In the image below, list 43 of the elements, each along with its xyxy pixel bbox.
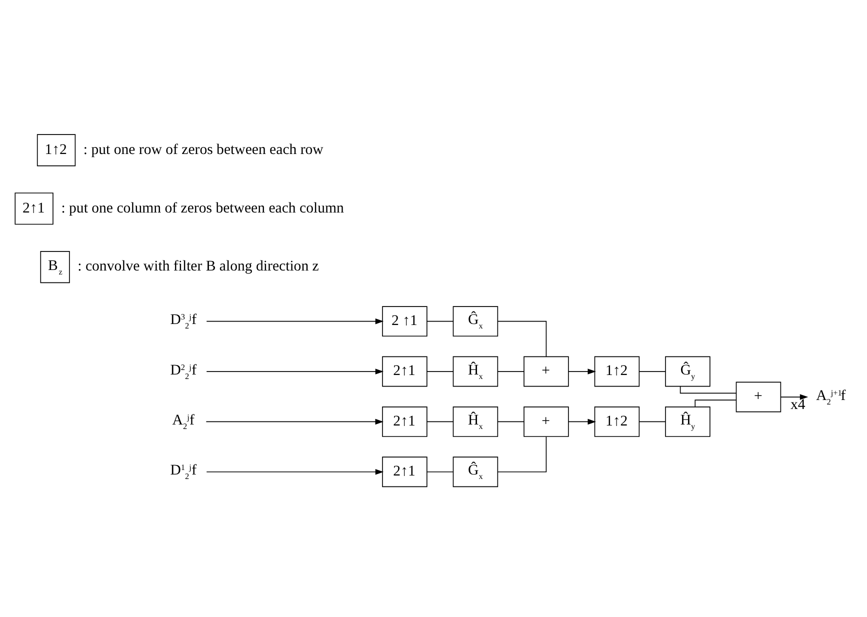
node-box: Ĝ$_{x}$ [452, 456, 498, 487]
connector [426, 370, 454, 372]
node-box: 1↑2 [594, 356, 640, 386]
node-box: + [524, 356, 569, 386]
arrow [780, 394, 808, 400]
node-box: Ĝ$_{x}$ [452, 306, 498, 336]
arrow [206, 368, 384, 374]
node-text: A$_{2}$$^{j}$f [172, 412, 194, 431]
connector [638, 370, 666, 372]
arrow [206, 418, 384, 424]
node-box: 2↑1 [14, 192, 54, 224]
connector [426, 470, 454, 472]
connector [497, 370, 524, 372]
edge-label: x4 [790, 396, 806, 412]
node-box: + [524, 406, 569, 436]
node-box: B$_{z}$ [40, 250, 70, 283]
node-box: 2↑1 [382, 406, 428, 436]
connector [426, 420, 454, 422]
node-box: + [736, 381, 782, 412]
node-label: : put one column of zeros between each column [61, 200, 344, 216]
node-label: : convolve with filter B along direction z [78, 258, 319, 274]
node-box: Ĝ$_{y}$ [665, 356, 710, 386]
connector [497, 320, 547, 356]
node-box: 2 ↑1 [382, 306, 428, 336]
arrow [568, 368, 596, 374]
connector [497, 420, 524, 422]
node-box: Ĥ$_{y}$ [665, 406, 710, 436]
node-text: A$_{2}$$^{j+1}$f [816, 387, 846, 406]
node-box: 1↑2 [594, 406, 640, 436]
node-box: 2↑1 [382, 456, 428, 487]
connector [426, 320, 454, 322]
connector [694, 399, 736, 407]
connector [638, 420, 666, 422]
node-box: 1↑2 [36, 134, 76, 166]
arrow [568, 418, 596, 424]
node-box: Ĥ$_{x}$ [452, 356, 498, 386]
node-box: Ĥ$_{x}$ [452, 406, 498, 436]
node-label: : put one row of zeros between each row [83, 141, 324, 158]
arrow [206, 468, 384, 474]
connector [680, 385, 736, 394]
connector [497, 436, 547, 472]
arrow [206, 318, 384, 324]
node-box: 2↑1 [382, 356, 428, 386]
